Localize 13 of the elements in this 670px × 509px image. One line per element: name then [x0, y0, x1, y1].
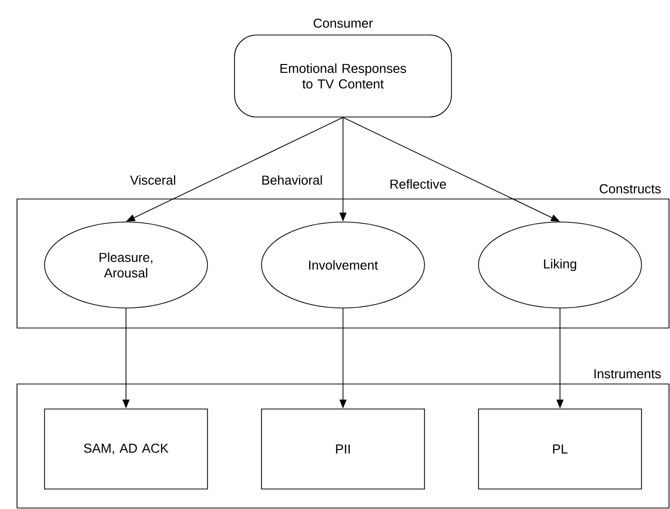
ellipse-node: Involvement [261, 222, 425, 308]
rounded-box: Emotional Responses to TV Content [234, 34, 452, 118]
construct-label: Reflective [390, 179, 446, 189]
process-box: PL [478, 408, 642, 490]
construct-label: Visceral [130, 175, 176, 185]
node-label: Instruments [594, 369, 661, 378]
node-label: Constructs [600, 184, 661, 194]
construct-label: Behavioral [262, 175, 322, 185]
process-box: PII [261, 408, 425, 490]
ellipse-node: Liking [478, 222, 642, 308]
heading: Consumer [314, 18, 373, 28]
ellipse-node: Pleasure, Arousal [44, 222, 208, 308]
process-box: SAM, AD ACK [44, 408, 208, 490]
